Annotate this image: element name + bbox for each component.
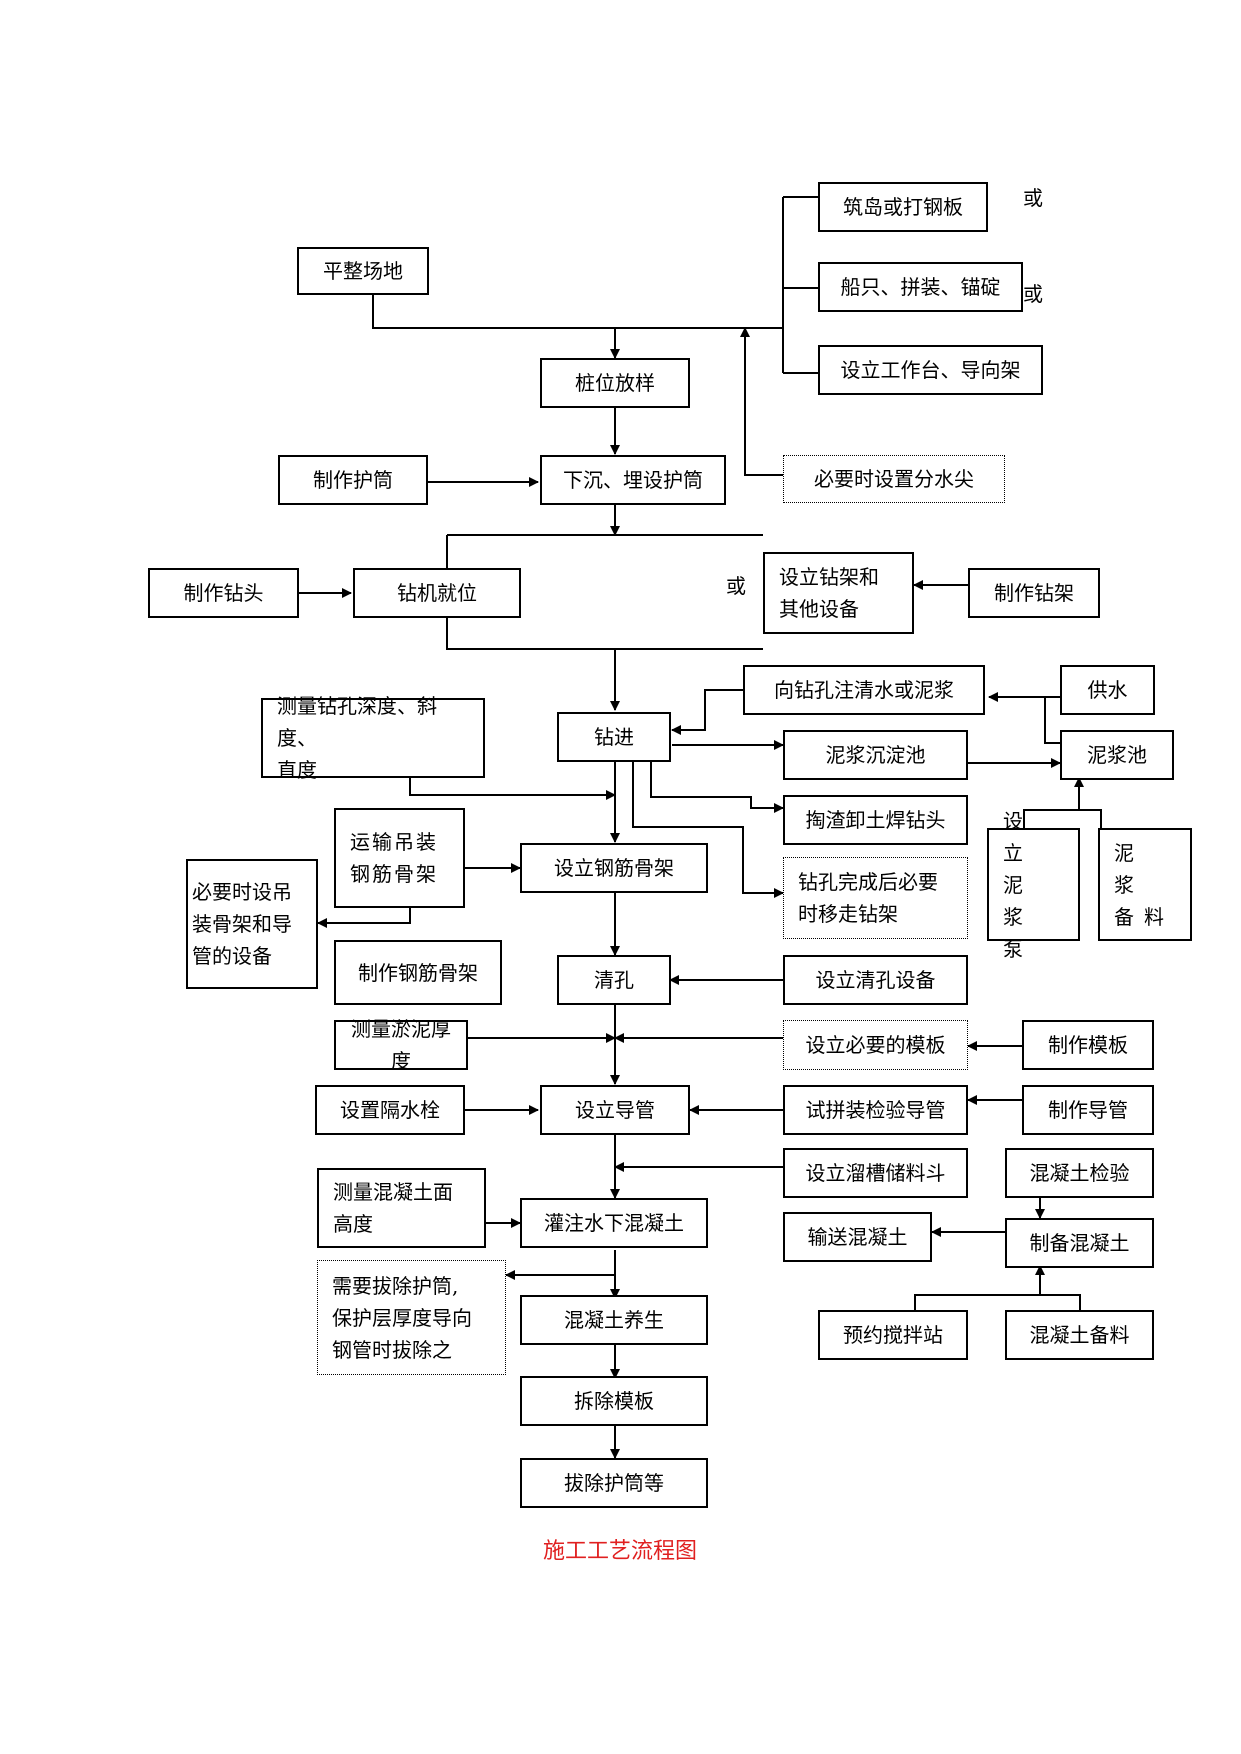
- node-make-formwork: 制作模板: [1022, 1020, 1154, 1070]
- node-settling-tank: 泥浆沉淀池: [783, 730, 968, 780]
- node-set-formwork: 设立必要的模板: [783, 1020, 968, 1070]
- node-pull-casing-note: 需要拔除护筒, 保护层厚度导向 钢管时拔除之: [317, 1260, 506, 1375]
- node-prepare-concrete: 制备混凝土: [1005, 1218, 1154, 1268]
- node-chute-hopper: 设立溜槽储料斗: [783, 1148, 968, 1198]
- node-set-rebar-cage: 设立钢筋骨架: [520, 843, 708, 893]
- node-water-plug: 设置隔水栓: [315, 1085, 465, 1135]
- node-strip-formwork: 拆除模板: [520, 1376, 708, 1426]
- connector: [740, 327, 783, 476]
- node-concrete-testing: 混凝土检验: [1005, 1148, 1154, 1198]
- node-set-rig-equipment: 设立钻架和 其他设备: [763, 552, 914, 634]
- node-water-splitter: 必要时设置分水尖: [783, 455, 1005, 503]
- diagram-caption: 施工工艺流程图: [543, 1539, 698, 1564]
- node-measure-silt: 测量淤泥厚度: [334, 1017, 468, 1073]
- node-slurry-material: 泥 浆 备料: [1098, 828, 1192, 941]
- node-work-platform: 设立工作台、导向架: [818, 345, 1043, 395]
- node-pour-underwater-concrete: 灌注水下混凝土: [520, 1198, 708, 1248]
- or-label: 或: [726, 574, 746, 598]
- node-test-tremie: 试拼装检验导管: [783, 1085, 968, 1135]
- connector: [372, 292, 783, 329]
- node-dredge-weld-bit: 掏渣卸土焊钻头: [783, 795, 968, 845]
- node-make-rig: 制作钻架: [968, 568, 1100, 618]
- node-deliver-concrete: 输送混凝土: [783, 1212, 932, 1262]
- node-set-tremie: 设立导管: [540, 1085, 690, 1135]
- node-transport-cage: 运输吊装 钢筋骨架: [334, 808, 465, 908]
- node-measure-hole: 测量钻孔深度、斜度、 直度: [261, 694, 485, 782]
- node-drilling: 钻进: [557, 712, 671, 762]
- node-inject-water-slurry: 向钻孔注清水或泥浆: [743, 665, 985, 715]
- node-slurry-pump: 设 立 泥 浆 泵: [987, 809, 1080, 961]
- node-pile-stakeout: 桩位放样: [540, 358, 690, 408]
- node-level-site: 平整场地: [297, 247, 429, 295]
- node-hole-cleaning: 清孔: [557, 955, 671, 1005]
- node-measure-concrete-level: 测量混凝土面 高度: [317, 1168, 486, 1248]
- connector: [671, 689, 743, 735]
- node-build-island: 筑岛或打钢板: [818, 182, 988, 232]
- node-make-rebar-cage: 制作钢筋骨架: [334, 940, 502, 1005]
- node-rig-in-position: 钻机就位: [353, 568, 521, 618]
- node-sink-casing: 下沉、埋设护筒: [540, 455, 726, 505]
- node-book-mixing-station: 预约搅拌站: [818, 1310, 968, 1360]
- connector: [632, 762, 784, 898]
- node-make-drill-bit: 制作钻头: [148, 568, 299, 618]
- node-hoist-equipment: 必要时设吊 装骨架和导 管的设备: [186, 859, 318, 989]
- connector: [914, 1294, 1081, 1310]
- node-make-tremie: 制作导管: [1022, 1085, 1154, 1135]
- connector: [317, 908, 411, 928]
- node-concrete-materials: 混凝土备料: [1005, 1310, 1154, 1360]
- or-label: 或: [1023, 282, 1043, 306]
- node-water-supply: 供水: [1060, 665, 1155, 715]
- connector: [650, 762, 784, 813]
- connector: [409, 778, 616, 800]
- connector: [1023, 809, 1102, 828]
- connector: [1044, 696, 1060, 744]
- or-label: 或: [1023, 186, 1043, 210]
- node-cleaning-equipment: 设立清孔设备: [783, 955, 968, 1005]
- node-make-casing: 制作护筒: [278, 455, 428, 505]
- node-pull-casing-etc: 拔除护筒等: [520, 1458, 708, 1508]
- node-ship-assembly-anchor: 船只、拼装、锚碇: [818, 262, 1023, 312]
- node-concrete-curing: 混凝土养生: [520, 1295, 708, 1345]
- node-move-rig: 钻孔完成后必要 时移走钻架: [783, 857, 968, 939]
- node-slurry-pool: 泥浆池: [1060, 730, 1174, 780]
